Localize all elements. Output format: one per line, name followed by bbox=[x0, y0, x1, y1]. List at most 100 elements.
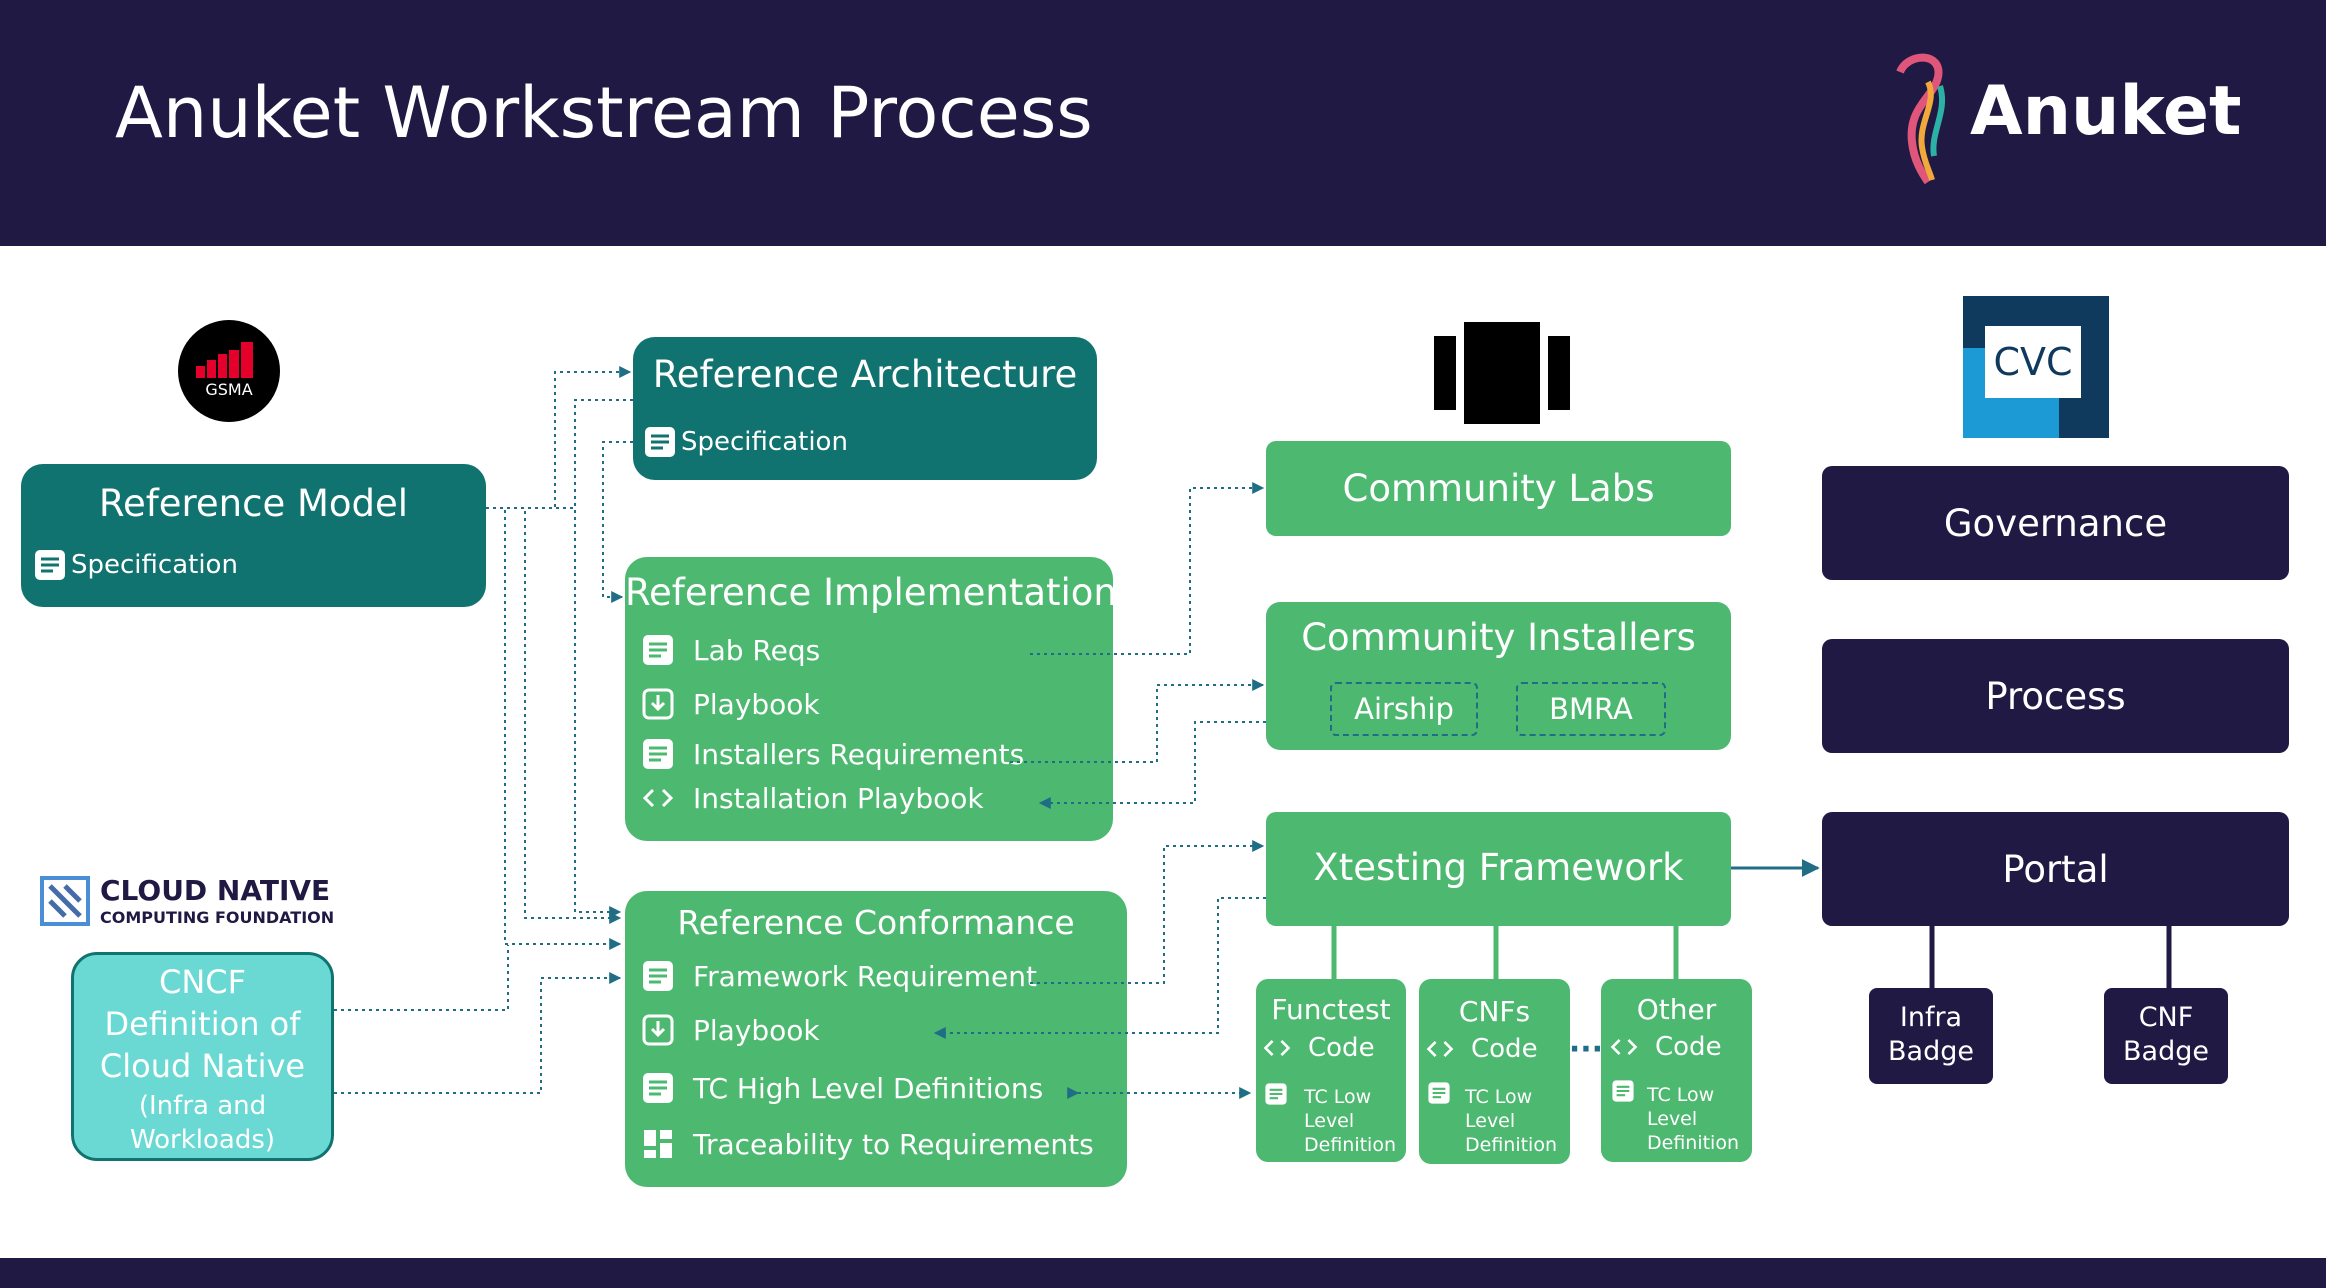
cncf-logo: CLOUD NATIVE COMPUTING FOUNDATION bbox=[40, 874, 360, 928]
functest-code-row[interactable]: Code bbox=[1262, 1033, 1375, 1063]
rc-framework-requirement-row[interactable]: Framework Requirement bbox=[641, 959, 1037, 993]
governance-box[interactable]: Governance bbox=[1822, 466, 2289, 580]
gsma-logo: GSMA bbox=[178, 320, 280, 422]
cnfs-desc-icon bbox=[1427, 1080, 1451, 1106]
airship-tag[interactable]: Airship bbox=[1330, 682, 1478, 736]
xtesting-framework-title: Xtesting Framework bbox=[1313, 846, 1684, 889]
cncf-definition-box[interactable]: CNCF Definition of Cloud Native (Infra a… bbox=[71, 952, 334, 1161]
ri-installers-requirements-row[interactable]: Installers Requirements bbox=[641, 737, 1024, 771]
ri-installation-playbook-row[interactable]: Installation Playbook bbox=[641, 781, 984, 815]
ri-installation-playbook-label: Installation Playbook bbox=[693, 781, 984, 815]
cnf-badge-line1: CNF bbox=[2138, 1002, 2194, 1033]
document-icon bbox=[641, 633, 675, 667]
cncf-mark-icon bbox=[40, 876, 90, 926]
rm-to-rc2-connector bbox=[486, 507, 622, 950]
functest-desc-icon bbox=[1264, 1081, 1288, 1107]
cvc-logo-text: CVC bbox=[1993, 340, 2073, 384]
gsma-bars-icon bbox=[196, 342, 253, 378]
logo-bar-right bbox=[1548, 336, 1570, 410]
rc-playbook-row[interactable]: Playbook bbox=[641, 1013, 820, 1047]
reference-implementation-box[interactable]: Reference Implementation Lab Reqs Playbo… bbox=[625, 557, 1117, 841]
other-box[interactable]: Other Code TC Low Level Definition bbox=[1601, 979, 1752, 1162]
anuket-logo-text: Anuket bbox=[1970, 72, 2242, 151]
reference-conformance-box[interactable]: Reference Conformance Framework Requirem… bbox=[625, 891, 1127, 1187]
document-icon bbox=[641, 737, 675, 771]
download-icon bbox=[641, 687, 675, 721]
ri-lab-reqs-label: Lab Reqs bbox=[693, 633, 821, 667]
community-installers-box[interactable]: Community Installers Airship BMRA bbox=[1266, 602, 1731, 750]
anuket-logo-icon bbox=[1896, 53, 1946, 184]
page-title: Anuket Workstream Process bbox=[115, 72, 1093, 154]
reference-model-spec-row[interactable]: Specification bbox=[33, 548, 238, 582]
governance-title: Governance bbox=[1943, 502, 2168, 545]
code-icon bbox=[641, 781, 675, 815]
document-icon bbox=[643, 425, 677, 459]
document-icon bbox=[641, 1071, 675, 1105]
cnfs-code-row[interactable]: Code bbox=[1425, 1034, 1538, 1064]
portal-title: Portal bbox=[2002, 848, 2109, 891]
cncf-logo-line1: CLOUD NATIVE bbox=[100, 874, 331, 907]
other-desc: TC Low Level Definition bbox=[1647, 1084, 1740, 1154]
gsma-logo-text: GSMA bbox=[205, 380, 253, 399]
rm-to-rc-connector bbox=[486, 399, 630, 509]
download-icon bbox=[641, 1013, 675, 1047]
reference-model-spec-label: Specification bbox=[71, 550, 238, 580]
rc-framework-requirement-label: Framework Requirement bbox=[693, 959, 1037, 993]
cnfs-title: CNFs bbox=[1458, 995, 1531, 1028]
community-labs-title: Community Labs bbox=[1342, 467, 1655, 510]
infra-badge-box[interactable]: Infra Badge bbox=[1869, 988, 1993, 1084]
rc-playbook-label: Playbook bbox=[693, 1013, 820, 1047]
xtesting-framework-box[interactable]: Xtesting Framework bbox=[1266, 812, 1731, 926]
ri-playbook-label: Playbook bbox=[693, 687, 820, 721]
logo-bar-left bbox=[1434, 336, 1456, 410]
cncf-def-line5: Workloads) bbox=[129, 1125, 276, 1155]
cnfs-code-label: Code bbox=[1471, 1034, 1538, 1064]
reference-architecture-title: Reference Architecture bbox=[652, 353, 1078, 396]
functest-title: Functest bbox=[1271, 993, 1391, 1026]
other-code-row[interactable]: Code bbox=[1609, 1032, 1722, 1062]
reference-architecture-box[interactable]: Reference Architecture Specification bbox=[633, 337, 1097, 480]
cncf-def-line3: Cloud Native bbox=[99, 1047, 306, 1085]
bmra-tag[interactable]: BMRA bbox=[1516, 682, 1666, 736]
infra-badge-line1: Infra bbox=[1899, 1002, 1963, 1033]
ri-playbook-row[interactable]: Playbook bbox=[641, 687, 820, 721]
code-icon bbox=[1262, 1033, 1292, 1063]
rc-tc-high-level-row[interactable]: TC High Level Definitions bbox=[641, 1071, 1043, 1105]
cncf-to-rc2-connector bbox=[334, 972, 622, 1094]
reference-model-box[interactable]: Reference Model Specification bbox=[21, 464, 486, 607]
other-desc-icon bbox=[1611, 1078, 1635, 1104]
reference-architecture-spec-row[interactable]: Specification bbox=[643, 425, 848, 459]
process-title: Process bbox=[1985, 675, 2126, 718]
process-box[interactable]: Process bbox=[1822, 639, 2289, 753]
cncf-def-line2: Definition of bbox=[104, 1005, 301, 1043]
cnfs-box[interactable]: CNFs Code TC Low Level Definition bbox=[1419, 979, 1570, 1164]
cncf-logo-line2: COMPUTING FOUNDATION bbox=[100, 908, 335, 927]
infra-badge-line2: Badge bbox=[1888, 1036, 1974, 1067]
community-installers-title: Community Installers bbox=[1301, 616, 1696, 659]
cvc-logo: CVC bbox=[1963, 296, 2109, 438]
reference-conformance-title: Reference Conformance bbox=[677, 903, 1075, 942]
cnfs-desc: TC Low Level Definition bbox=[1465, 1086, 1558, 1156]
more-ellipsis: ··· bbox=[1568, 1032, 1604, 1067]
reference-architecture-spec-label: Specification bbox=[681, 427, 848, 457]
ri-lab-reqs-row[interactable]: Lab Reqs bbox=[641, 633, 820, 667]
rm-to-rc3-connector bbox=[486, 507, 622, 924]
code-icon bbox=[1609, 1032, 1639, 1062]
other-code-label: Code bbox=[1655, 1032, 1722, 1062]
community-labs-box[interactable]: Community Labs bbox=[1266, 441, 1731, 536]
reference-model-title: Reference Model bbox=[98, 482, 409, 525]
functest-code-label: Code bbox=[1308, 1033, 1375, 1063]
cncf-to-rc-connector bbox=[334, 945, 509, 1011]
rc-traceability-row[interactable]: Traceability to Requirements bbox=[641, 1127, 1094, 1161]
cncf-def-line4: (Infra and bbox=[138, 1091, 267, 1121]
functest-box[interactable]: Functest Code TC Low Level Definition bbox=[1256, 979, 1406, 1162]
ri-installers-requirements-label: Installers Requirements bbox=[693, 737, 1025, 771]
rm-to-ra-connector bbox=[486, 366, 632, 509]
document-icon bbox=[641, 959, 675, 993]
cvc-logo-white bbox=[1985, 326, 2081, 398]
cnf-badge-box[interactable]: CNF Badge bbox=[2104, 988, 2228, 1084]
functest-desc: TC Low Level Definition bbox=[1304, 1086, 1397, 1156]
logo-bar-center bbox=[1464, 322, 1540, 424]
portal-box[interactable]: Portal bbox=[1822, 812, 2289, 926]
code-icon bbox=[1425, 1034, 1455, 1064]
